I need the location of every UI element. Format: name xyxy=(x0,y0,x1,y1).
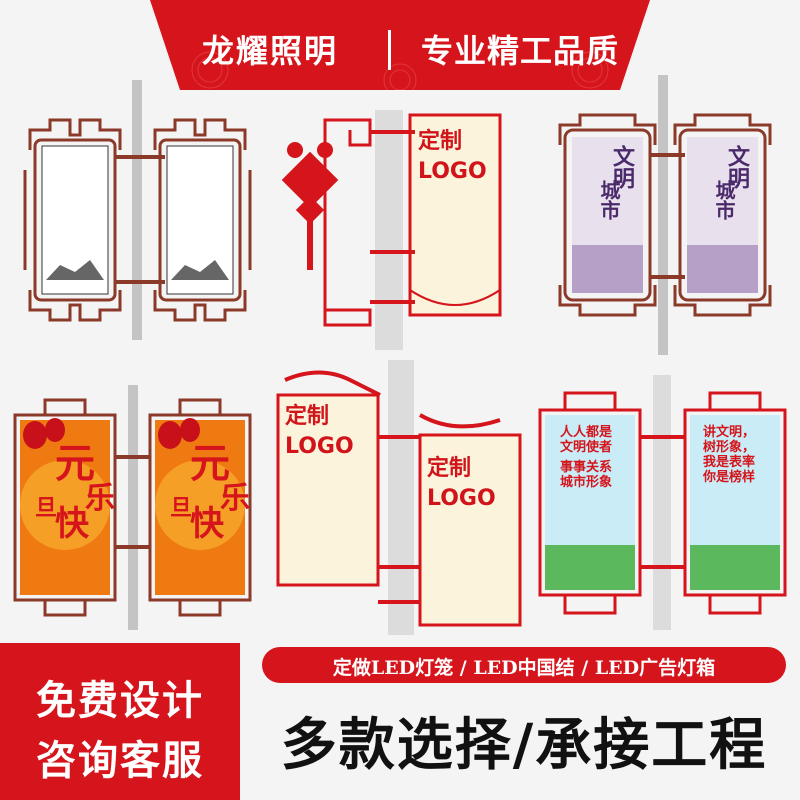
product-list-pill xyxy=(262,647,786,683)
panel-b-right-char3: 快 xyxy=(190,504,224,544)
product-civilization-slogan-frame xyxy=(538,375,787,630)
logo-label: LOGO xyxy=(427,486,496,511)
product-classic-double-frame xyxy=(23,80,252,340)
banner-shape xyxy=(150,0,650,90)
consult-service-text: 咨询客服 xyxy=(36,738,204,784)
pole xyxy=(658,75,668,355)
panel-b-left-char4: 乐 xyxy=(85,481,115,516)
pole xyxy=(388,360,414,635)
panel-b-left-char3: 快 xyxy=(55,504,89,544)
panel-c-left-text: 人人都是文明使者 xyxy=(560,425,613,455)
top-banner: 龙耀照明 专业精工品质 xyxy=(150,0,650,90)
panel-a-right-text2: 城市 xyxy=(712,180,736,220)
product-civilized-city-frame xyxy=(558,75,772,355)
panel-b-right-char2: 旦 xyxy=(170,496,193,521)
panel-b-left-char2: 旦 xyxy=(35,496,58,521)
custom-label: 定制 xyxy=(418,129,463,154)
product-list-text: 定做LED灯笼 / LED中国结 / LED广告灯箱 xyxy=(332,657,716,679)
main-slogan: 多款选择/承接工程 xyxy=(280,713,768,778)
right-arc-decoration xyxy=(419,413,501,429)
custom-label: 定制 xyxy=(285,404,330,429)
header-slogan: 专业精工品质 xyxy=(420,32,619,70)
free-design-badge xyxy=(0,643,240,800)
panel-b-right-char1: 元 xyxy=(190,441,230,487)
panel-c-right-text2: 你是榜样 xyxy=(703,470,756,485)
pole xyxy=(375,110,403,350)
logo-label: LOGO xyxy=(418,159,487,184)
header-divider xyxy=(388,30,391,70)
panel-a-left-text: 文明 xyxy=(609,145,634,189)
left-arc-decoration xyxy=(284,370,381,397)
panel-b-right-char4: 乐 xyxy=(220,481,250,516)
panel-c-left-text2: 事事关系城市形象 xyxy=(560,460,613,490)
product-chinese-knot-logo: 定制 LOGO xyxy=(270,90,530,350)
pole xyxy=(128,385,138,630)
brand-name: 龙耀照明 xyxy=(201,32,338,70)
panel-a-right-text: 文明 xyxy=(724,145,749,189)
panel-c-right-text: 讲文明，树形象，我是表率 xyxy=(703,425,756,470)
custom-label: 定制 xyxy=(427,456,472,481)
free-design-text: 免费设计 xyxy=(36,678,204,724)
chinese-knot-icon xyxy=(281,142,339,270)
pole xyxy=(653,375,671,630)
panel-a-left-text2: 城市 xyxy=(597,180,621,220)
product-new-year-frame xyxy=(13,385,252,630)
product-double-logo-panels: 定制 LOGO 定制 LOGO xyxy=(270,360,530,635)
logo-label: LOGO xyxy=(285,434,354,459)
pole xyxy=(132,80,142,340)
panel-b-left-char1: 元 xyxy=(55,441,95,487)
